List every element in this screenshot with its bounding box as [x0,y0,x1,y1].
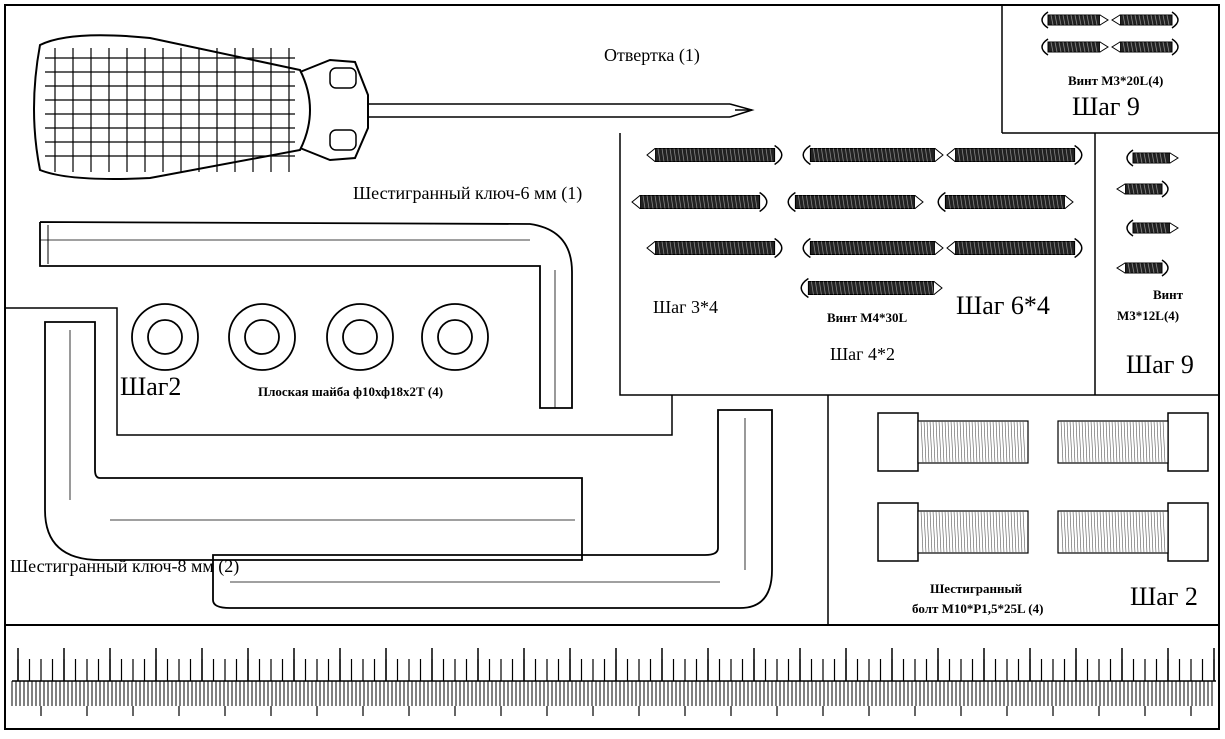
screwdriver-drawing [33,34,755,180]
screw-m4-30-label: Винт M4*30L [827,310,908,325]
hex-bolt-drawings [877,412,1209,562]
screw-m3-12-4 [1116,259,1169,277]
screw-m4-30-6 [937,191,1074,213]
screw-m3-20-4 [1111,38,1179,56]
screw-m4-30-1 [646,144,783,166]
washer-2 [228,303,296,371]
screw-m4-30-3 [946,144,1083,166]
screw-m4-30-9 [946,237,1083,259]
screw-m3-12-label-line1: Винт [1153,287,1184,302]
screw-m3-12-3 [1126,219,1179,237]
screw-m3-20-label: Винт M3*20L(4) [1068,73,1164,88]
screw-m4-30-2 [802,144,944,166]
ruler [11,648,1216,716]
step9-right-label: Шаг 9 [1126,350,1194,379]
screw-m3-12-1 [1126,149,1179,167]
screw-m3-12-label-line2: M3*12L(4) [1117,308,1180,323]
screw-m4-30-5 [787,191,924,213]
washer-panel-border [5,307,673,436]
screw-m3-20-1 [1041,11,1109,29]
screw-drawings [631,11,1179,299]
screw-m4-30-10 [800,277,943,299]
screw-m3-12-2 [1116,180,1169,198]
hex-key-6mm-label: Шестигранный ключ-6 мм (1) [353,183,583,203]
screw-m4-30-8 [802,237,944,259]
hex-key-6mm-drawing [39,221,573,409]
hex-bolt-label-line2: болт M10*P1,5*25L (4) [912,601,1044,616]
washer-3 [326,303,394,371]
step2-bolt-label: Шаг 2 [1130,582,1198,611]
hex-bolt-1 [877,412,1029,472]
step6x4-label: Шаг 6*4 [956,291,1050,320]
step4x2-label: Шаг 4*2 [830,344,896,364]
screw-m3-20-3 [1041,38,1109,56]
outer-frame [4,4,1220,730]
washer-4 [421,303,489,371]
hex-key-8mm-left-drawing [44,321,583,561]
step3x4-label: Шаг 3*4 [653,297,719,317]
screwdriver-label: Отвертка (1) [604,45,700,65]
screw-panel-border [619,133,1219,396]
step9-top-label: Шаг 9 [1072,92,1140,121]
screw-m3-20-2 [1111,11,1179,29]
hex-key-8mm-right-drawing [212,409,773,609]
screw-m4-30-4 [631,191,768,213]
washer-step-label: Шаг2 [120,372,182,401]
washer-label: Плоская шайба ф10хф18х2Т (4) [258,384,444,399]
hex-bolt-2 [1057,412,1209,472]
screw-m4-30-7 [646,237,783,259]
washer-1 [131,303,199,371]
hex-bolt-3 [877,502,1029,562]
hex-bolt-4 [1057,502,1209,562]
hex-bolt-label-line1: Шестигранный [930,581,1023,596]
washer-drawings [131,303,489,371]
hex-key-8mm-label: Шестигранный ключ-8 мм (2) [10,556,240,576]
